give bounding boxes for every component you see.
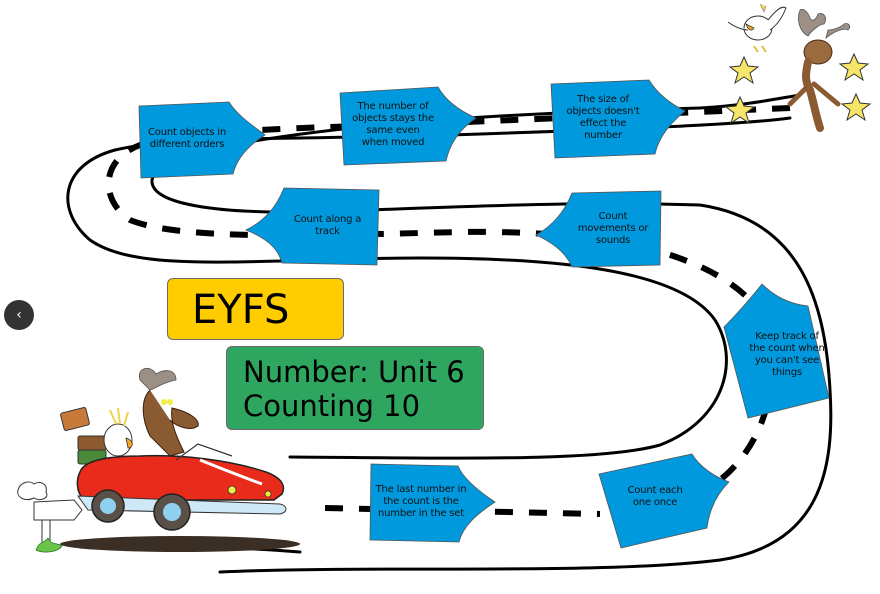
cockatoo-flying-illustration xyxy=(727,3,787,53)
step-last-number-in-set: The last number in the count is the numb… xyxy=(369,462,497,543)
step-arrow-shape xyxy=(550,79,686,159)
moose-driver-illustration xyxy=(138,367,199,457)
step-count-movements-sounds: Count movements or sounds xyxy=(534,190,662,268)
subtitle-line-topic: Counting 10 xyxy=(243,389,421,423)
step-label: Keep track of the count when you can't s… xyxy=(749,331,825,378)
step-number-stays-same: The number of objects stays the same eve… xyxy=(338,85,478,166)
star-icon xyxy=(838,52,870,82)
step-label: Count along a track xyxy=(293,213,362,237)
step-count-objects-different-orders: Count objects in different orders xyxy=(137,100,267,179)
step-label: The number of objects stays the same eve… xyxy=(352,101,434,148)
step-arrow-shape xyxy=(598,453,730,549)
moose-dancing-illustration xyxy=(787,9,851,132)
step-label: The last number in the count is the numb… xyxy=(375,484,467,519)
dust-cloud xyxy=(17,481,48,501)
step-count-along-track: Count along a track xyxy=(244,186,381,266)
step-count-each-once: Count each one once xyxy=(597,452,731,549)
step-label: Count movements or sounds xyxy=(577,211,649,246)
signpost-illustration xyxy=(33,499,83,553)
step-label: The size of objects doesn't effect the n… xyxy=(566,94,640,141)
step-arrow-shape xyxy=(339,86,477,166)
step-arrow-shape xyxy=(369,463,496,543)
previous-slide-button[interactable]: ‹ xyxy=(4,300,34,330)
step-arrow-shape xyxy=(245,187,380,266)
step-arrow-shape xyxy=(723,283,830,419)
red-car-illustration xyxy=(76,443,287,531)
chevron-left-icon: ‹ xyxy=(16,307,22,323)
step-label: Count each one once xyxy=(627,485,683,508)
car-travel-illustration xyxy=(17,367,300,553)
subtitle-line-unit: Number: Unit 6 xyxy=(243,355,465,389)
step-label: Count objects in different orders xyxy=(148,127,226,150)
step-arrow-shape xyxy=(535,190,662,268)
celebration-illustration xyxy=(724,3,872,132)
cockatoo-passenger-illustration xyxy=(103,407,133,457)
step-arrow-shape xyxy=(138,101,266,179)
slide-title-eyfs: EYFS xyxy=(167,278,344,340)
slide-subtitle: Number: Unit 6 Counting 10 xyxy=(226,346,484,430)
star-icon xyxy=(724,95,756,125)
step-size-doesnt-effect: The size of objects doesn't effect the n… xyxy=(549,78,687,159)
car-shadow xyxy=(60,536,300,552)
suitcases-illustration xyxy=(60,407,107,465)
step-keep-track-unseen: Keep track of the count when you can't s… xyxy=(722,283,830,419)
star-icon xyxy=(840,92,872,122)
star-icon xyxy=(728,55,760,85)
stars-decoration xyxy=(724,52,872,125)
